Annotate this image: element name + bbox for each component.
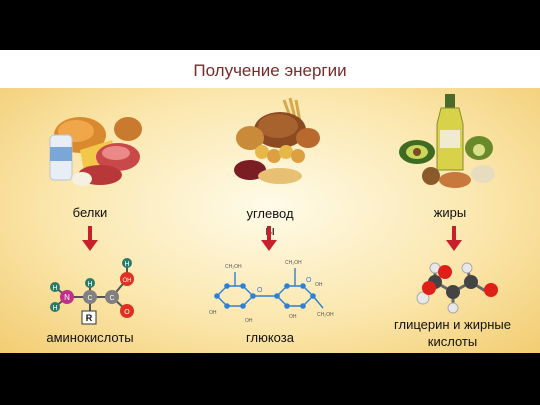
amino-c1: C <box>87 295 92 302</box>
slide-title: Получение энергии <box>193 61 347 80</box>
carbohydrate-foods-image <box>234 97 320 184</box>
arrow-proteins-icon <box>82 226 98 251</box>
amino-h2: H <box>52 305 57 312</box>
glucose-ch2oh-left: CH₂OH <box>225 264 242 270</box>
label-glycerol-fatty-acids: глицерин и жирные кислоты <box>394 317 511 349</box>
label-fats: жиры <box>433 205 467 220</box>
arrow-carbohydrates-icon <box>261 226 277 251</box>
glucose-o-2: O <box>306 277 312 284</box>
glucose-oh-2: OH <box>245 318 253 324</box>
glucose-ch2oh-top: CH₂OH <box>285 260 302 266</box>
amino-o: O <box>124 309 130 316</box>
arrow-fats-icon <box>446 226 462 251</box>
title-bar <box>0 50 540 88</box>
amino-acid-molecule: H H N H C R C H OH O <box>50 258 134 325</box>
amino-r-group: R <box>86 313 93 323</box>
glucose-o-1: O <box>257 287 263 294</box>
label-glucose: глюкоза <box>246 330 294 345</box>
amino-n: N <box>64 293 70 302</box>
fat-foods-image <box>399 94 495 188</box>
glycerol-molecule <box>416 262 498 314</box>
glucose-oh-3: OH <box>289 314 297 320</box>
glucose-molecule: CH₂OH CH₂OH CH₂OH OH OH OH OH O O <box>209 260 334 324</box>
label-amino-acids: аминокислоты <box>46 330 134 345</box>
amino-oh: OH <box>123 278 132 284</box>
amino-h1: H <box>52 285 57 292</box>
glucose-ch2oh-right: CH₂OH <box>317 312 334 318</box>
amino-h4: H <box>124 261 129 268</box>
glucose-oh-4: OH <box>315 282 323 288</box>
label-proteins: белки <box>72 205 108 220</box>
protein-foods-image <box>49 117 142 186</box>
amino-c2: C <box>109 295 114 302</box>
glucose-oh-1: OH <box>209 310 217 316</box>
amino-h3: H <box>87 281 92 288</box>
